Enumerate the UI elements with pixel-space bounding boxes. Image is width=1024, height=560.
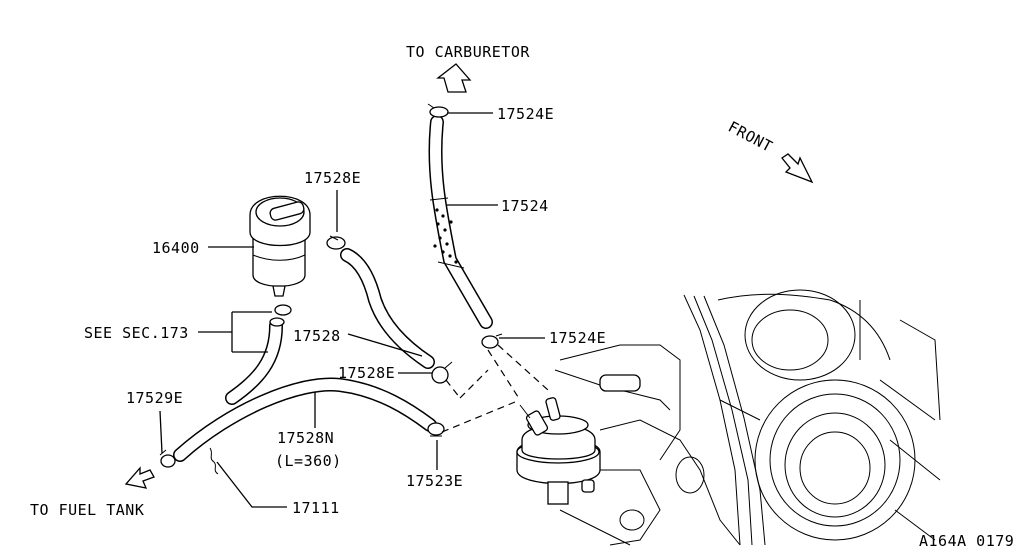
hose-17528	[340, 248, 435, 369]
label-part-17111: 17111	[292, 499, 340, 517]
arrow-front-icon	[781, 153, 814, 184]
label-part-17528E-top: 17528E	[304, 169, 361, 187]
hose-clamps	[159, 103, 503, 475]
arrow-to-carburetor-icon	[436, 63, 472, 93]
label-to-fuel-tank: TO FUEL TANK	[30, 501, 144, 519]
label-part-17524E-top: 17524E	[497, 105, 554, 123]
hose-17524	[428, 115, 493, 329]
label-to-carburetor: TO CARBURETOR	[406, 43, 530, 61]
leader-lines	[159, 112, 545, 508]
engine-block-illustration	[554, 289, 941, 546]
label-see-sec-173: SEE SEC.173	[84, 324, 189, 342]
label-part-17529E: 17529E	[126, 389, 183, 407]
hose-17528N	[173, 377, 437, 462]
arrow-to-fuel-tank-icon	[124, 466, 155, 489]
label-part-16400: 16400	[152, 239, 200, 257]
fuel-filter-16400	[249, 195, 311, 297]
label-front: FRONT	[725, 118, 776, 156]
routing-dashed-lines	[441, 344, 549, 433]
label-figure-code: A164A 0179	[919, 532, 1014, 550]
hose-short-filter-outlet	[225, 319, 283, 405]
label-part-17528N: 17528N	[277, 429, 334, 447]
label-part-17524: 17524	[501, 197, 549, 215]
label-part-17523E: 17523E	[406, 472, 463, 490]
label-length-note: (L=360)	[275, 452, 342, 470]
label-part-17524E-bottom: 17524E	[549, 329, 606, 347]
label-part-17528: 17528	[293, 327, 341, 345]
label-part-17528E-mid: 17528E	[338, 364, 395, 382]
vapor-canister	[516, 397, 601, 505]
